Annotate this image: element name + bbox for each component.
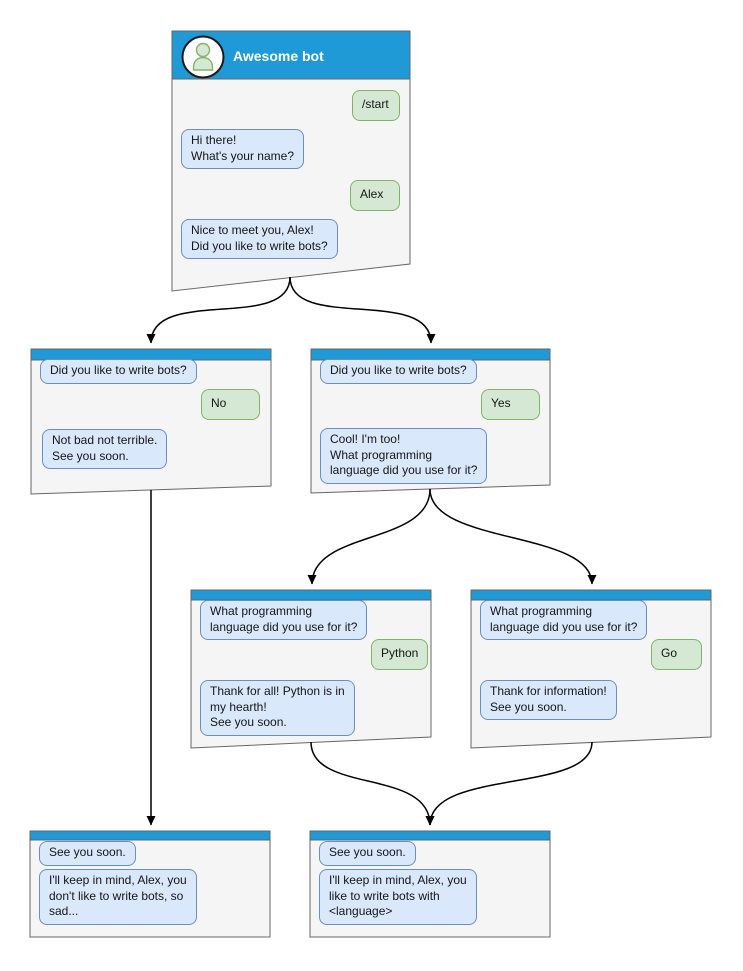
flow-arrows — [146, 276, 597, 826]
bot-message-bubble: Did you like to write bots? — [40, 359, 197, 384]
bot-message-bubble: See you soon. — [39, 841, 136, 866]
titlebar-end-no — [29, 830, 271, 841]
bot-message-bubble: Cool! I'm too! What programming language… — [320, 428, 488, 484]
titlebar-end-language — [309, 830, 551, 841]
bot-message-bubble: See you soon. — [319, 841, 416, 866]
user-message-bubble: Python — [371, 639, 429, 670]
user-message-bubble: Alex — [350, 180, 400, 211]
chat-windows — [29, 30, 712, 938]
bot-avatar-icon — [181, 35, 225, 79]
titlebar-branch-python — [190, 589, 432, 601]
flow-arrow-go-to-end — [425, 741, 593, 826]
user-message-bubble: No — [201, 389, 260, 420]
chat-window-title: Awesome bot — [233, 48, 324, 64]
bot-message-bubble: Hi there! What's your name? — [181, 129, 305, 169]
bot-message-bubble: What programming language did you use fo… — [480, 600, 648, 640]
user-message-bubble: /start — [352, 90, 400, 121]
flow-arrow-yes-to-go — [429, 488, 597, 585]
bot-message-bubble: Not bad not terrible. See you soon. — [42, 429, 168, 469]
bot-message-bubble: I'll keep in mind, Alex, you like to wri… — [319, 869, 477, 925]
bot-message-bubble: I'll keep in mind, Alex, you don't like … — [39, 869, 197, 925]
user-message-bubble: Yes — [481, 389, 540, 420]
user-message-bubble: Go — [651, 639, 702, 670]
flow-arrow-yes-to-python — [307, 488, 431, 585]
bot-message-bubble: Nice to meet you, Alex! Did you like to … — [181, 219, 338, 259]
flow-arrow-python-to-end — [310, 741, 435, 826]
flow-arrow-start-to-yes — [289, 276, 436, 344]
bot-message-bubble: Did you like to write bots? — [320, 359, 477, 384]
bot-message-bubble: Thank for information! See you soon. — [480, 680, 617, 720]
bot-message-bubble: What programming language did you use fo… — [200, 600, 368, 640]
bot-message-bubble: Thank for all! Python is in my hearth! S… — [200, 680, 355, 736]
flow-arrow-start-to-no — [146, 276, 291, 344]
titlebar-branch-go — [470, 589, 712, 601]
